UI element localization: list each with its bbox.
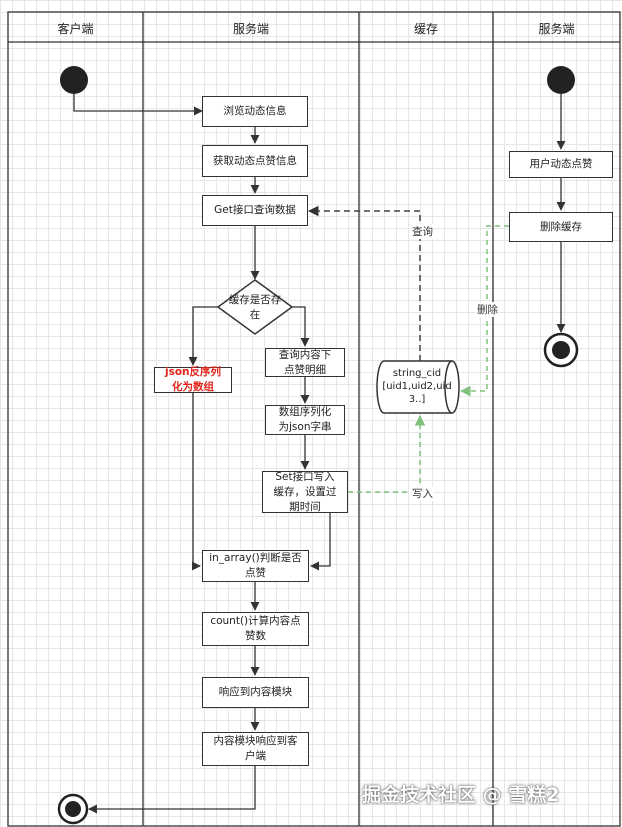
node-module-respond-client: 内容模块响应到客 户端 bbox=[202, 732, 309, 766]
watermark-text: 掘金技术社区 @ 雪糕2 bbox=[362, 784, 560, 806]
server-end-node bbox=[543, 332, 579, 368]
swimlane-frame bbox=[7, 11, 621, 827]
arrow-decision-to-json bbox=[188, 306, 218, 366]
cache-exists-decision bbox=[216, 279, 294, 335]
server-start-node bbox=[547, 66, 575, 94]
node-respond-module: 响应到内容模块 bbox=[202, 677, 309, 708]
node-array-serialize: 数组序列化 为json字串 bbox=[265, 405, 345, 435]
node-get-likes: 获取动态点赞信息 bbox=[202, 145, 308, 177]
arrow-decision-to-query bbox=[292, 306, 310, 347]
cache-store-cylinder bbox=[376, 360, 460, 414]
arrow-json-to-inarray bbox=[191, 393, 201, 571]
node-browse: 浏览动态信息 bbox=[202, 96, 308, 127]
lane-title-server-2: 服务端 bbox=[538, 21, 575, 36]
lane-title-server: 服务端 bbox=[232, 21, 269, 36]
arrow-cache-delete bbox=[459, 225, 509, 397]
node-user-like: 用户动态点赞 bbox=[509, 151, 613, 178]
arrow-cache-query bbox=[307, 205, 421, 361]
cache-store-text: string_cid [uid1,uid2,uid 3..] bbox=[382, 368, 452, 405]
client-start-node bbox=[60, 66, 88, 94]
lane-title-cache: 缓存 bbox=[413, 21, 438, 36]
node-get-api: Get接口查询数据 bbox=[202, 195, 308, 226]
node-in-array: in_array()判断是否 点赞 bbox=[202, 550, 309, 582]
edge-label-write: 写入 bbox=[411, 486, 434, 501]
node-set-cache: Set接口写入 缓存，设置过 期时间 bbox=[262, 471, 348, 513]
node-count: count()计算内容点 赞数 bbox=[202, 612, 309, 646]
node-delete-cache: 删除缓存 bbox=[509, 212, 613, 242]
arrow-start-to-browse bbox=[73, 94, 203, 116]
arrow-setcache-to-inarray bbox=[310, 513, 331, 571]
edge-label-query: 查询 bbox=[411, 224, 434, 239]
node-cache-exists-text: 缓存是否存 在 bbox=[228, 294, 282, 321]
client-end-node bbox=[57, 793, 89, 825]
edge-label-delete: 删除 bbox=[476, 302, 499, 317]
lane-title-client: 客户端 bbox=[57, 21, 94, 36]
node-query-details: 查询内容下 点赞明细 bbox=[265, 348, 345, 377]
node-json-deserialize: json反序列 化为数组 bbox=[154, 366, 232, 393]
arrow-module-to-client-end bbox=[88, 766, 256, 814]
